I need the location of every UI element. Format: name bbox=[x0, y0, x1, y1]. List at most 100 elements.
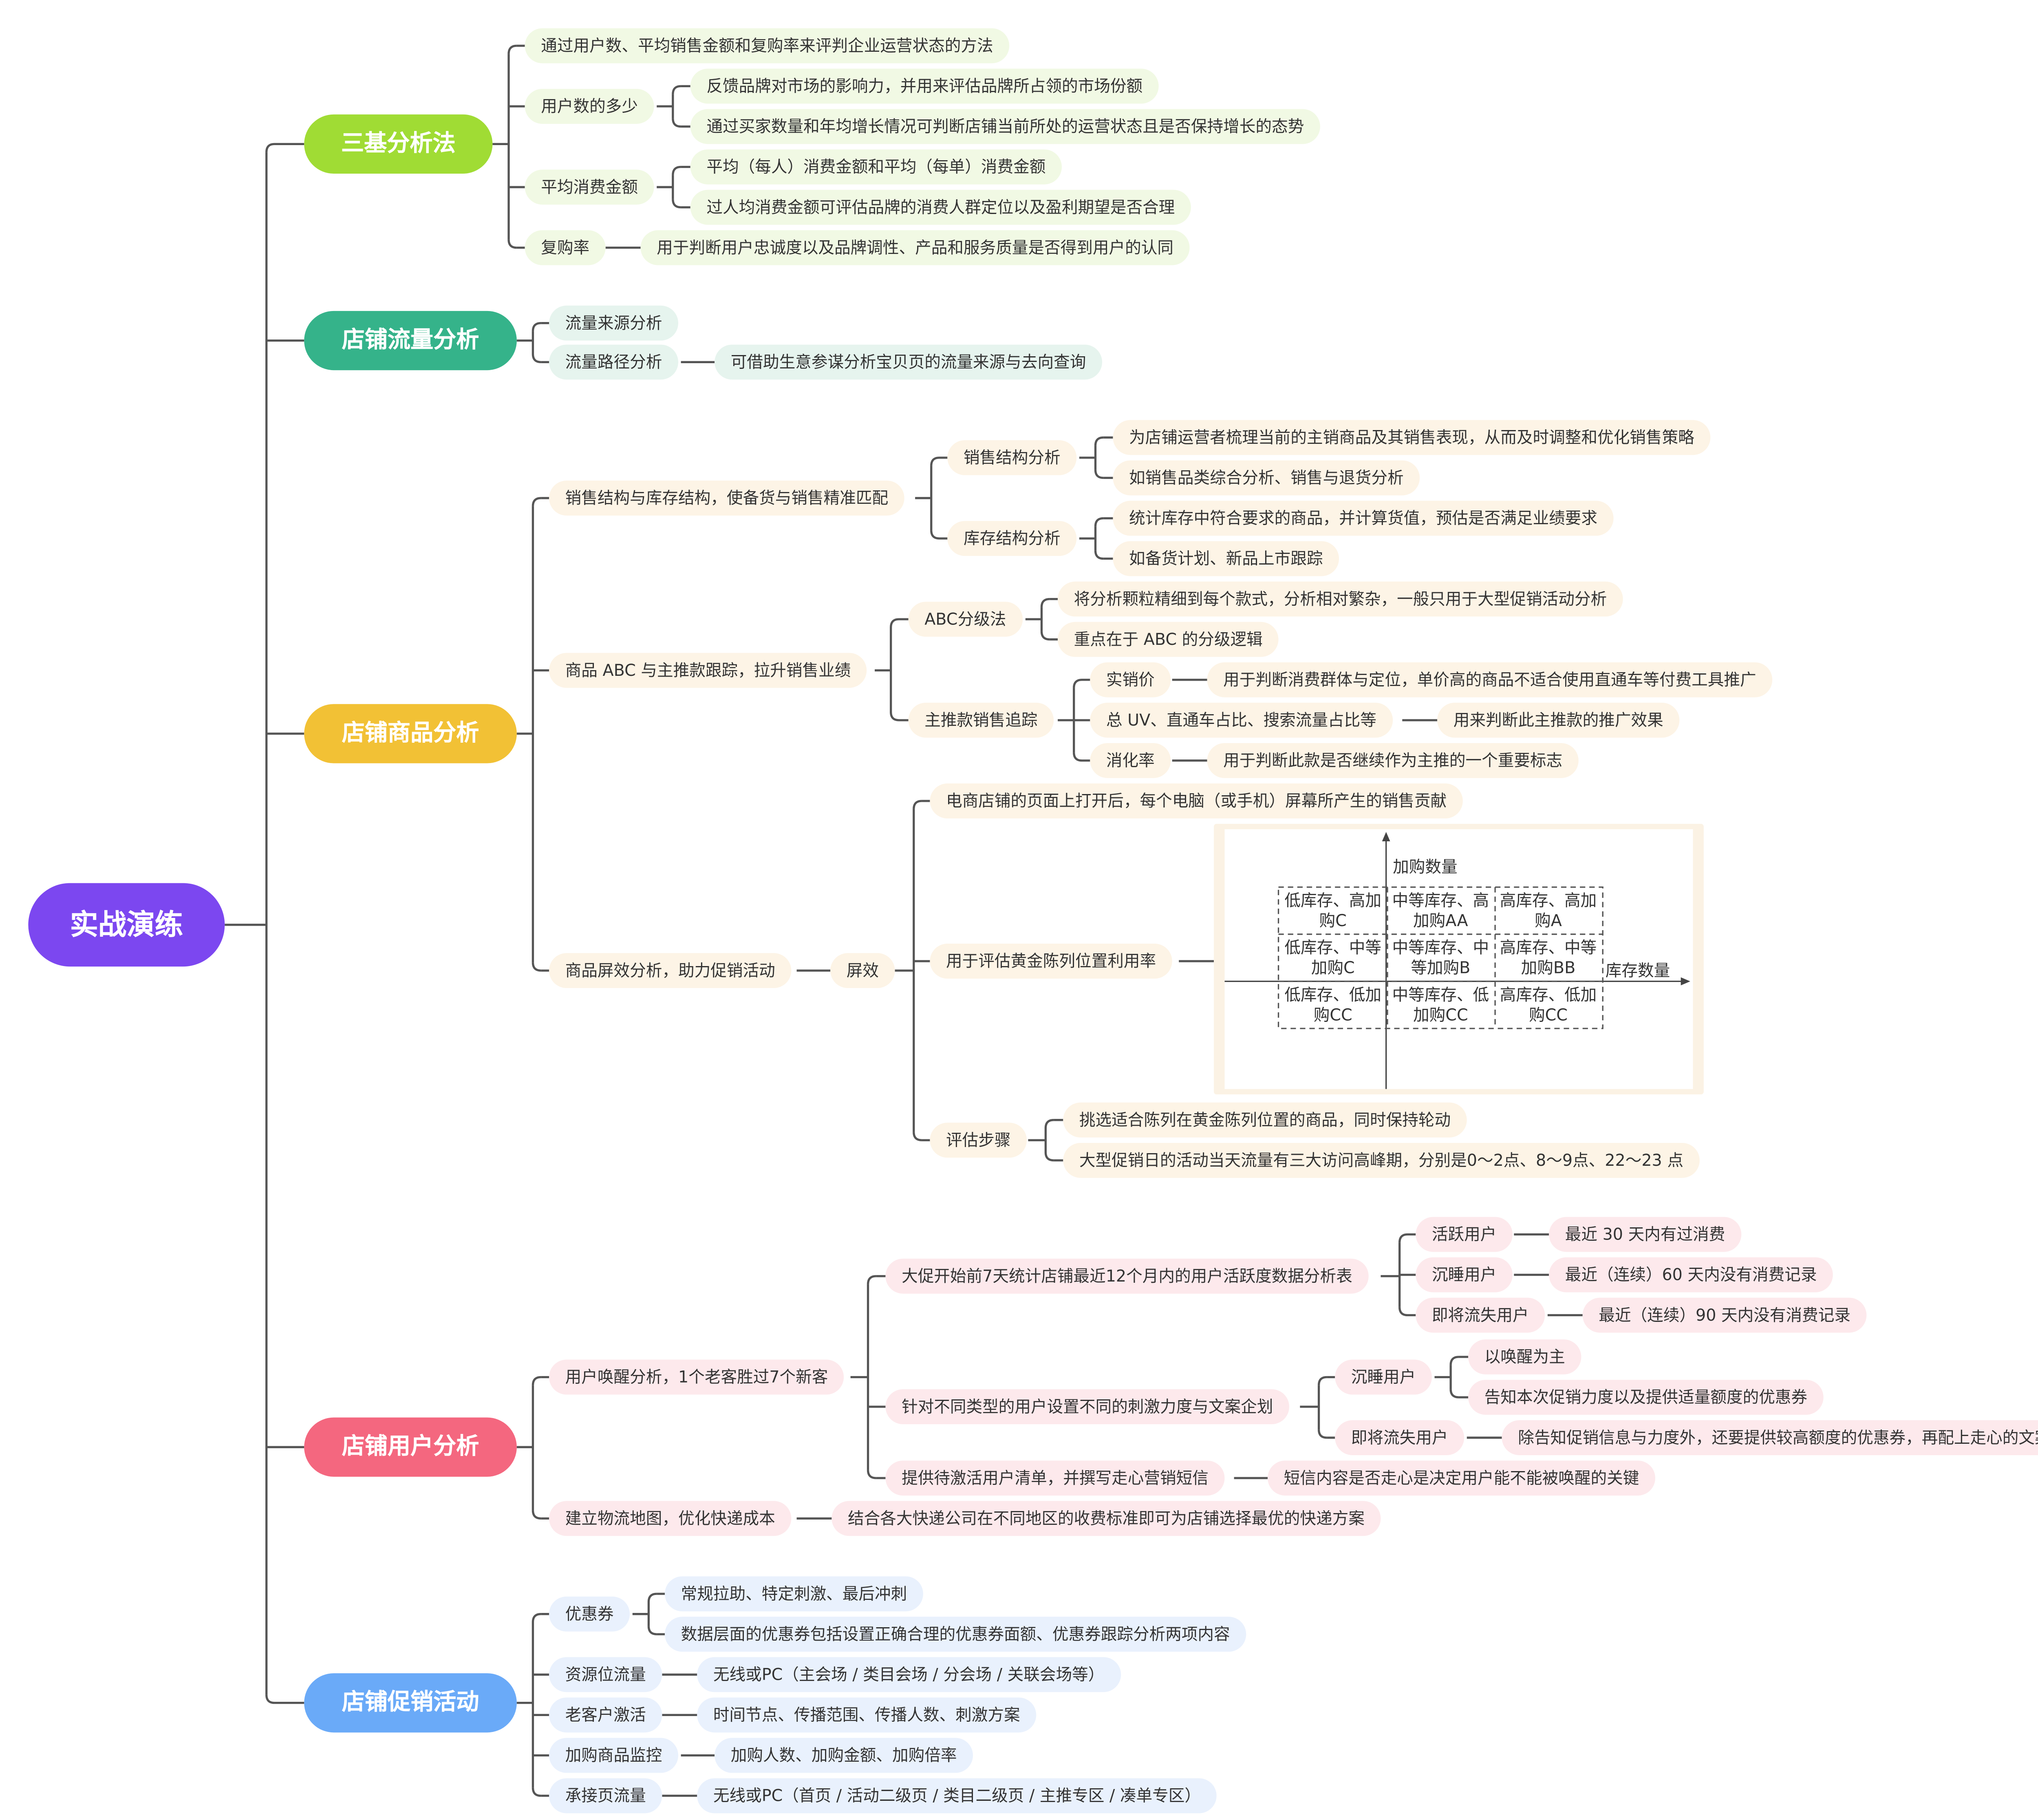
connector bbox=[913, 1132, 922, 1141]
price-detail[interactable]: 用于判断消费群体与定位，单价高的商品不适合使用直通车等付费工具推广 bbox=[1207, 662, 1773, 697]
coupon-node[interactable]: 优惠券 bbox=[549, 1596, 630, 1632]
avg-spend-item-1[interactable]: 平均（每人）消费金额和平均（每单）消费金额 bbox=[690, 149, 1062, 185]
resource-node[interactable]: 资源位流量 bbox=[549, 1657, 662, 1692]
connector bbox=[1094, 436, 1104, 446]
abc-node[interactable]: 商品 ABC 与主推款跟踪，拉升销售业绩 bbox=[549, 653, 867, 688]
matrix-cell: 低库存、中等加购C bbox=[1284, 938, 1382, 977]
steps-node[interactable]: 评估步骤 bbox=[930, 1123, 1027, 1158]
uv-detail[interactable]: 用来判断此主推款的推广效果 bbox=[1437, 702, 1680, 738]
traffic-path-detail[interactable]: 可借助生意参谋分析宝贝页的流量来源与去向查询 bbox=[715, 344, 1103, 380]
user-count-item-1[interactable]: 反馈品牌对市场的影响力，并用来评估品牌所占领的市场份额 bbox=[690, 68, 1159, 104]
connector bbox=[1317, 1376, 1327, 1385]
connector bbox=[672, 165, 681, 175]
landing-node[interactable]: 承接页流量 bbox=[549, 1778, 662, 1813]
matrix-cell: 低库存、低加购CC bbox=[1284, 984, 1382, 1024]
connector bbox=[1044, 1152, 1054, 1162]
three-basics-method[interactable]: 通过用户数、平均销售金额和复购率来评判企业运营状态的方法 bbox=[525, 28, 1010, 64]
coupon-item-2[interactable]: 数据层面的优惠券包括设置正确合理的优惠券面额、优惠券跟踪分析两项内容 bbox=[664, 1617, 1246, 1652]
connector bbox=[672, 118, 681, 128]
cart-monitor-detail[interactable]: 加购人数、加购金额、加购倍率 bbox=[715, 1738, 973, 1773]
repurchase-node[interactable]: 复购率 bbox=[525, 230, 606, 265]
user-count-item-2[interactable]: 通过买家数量和年均增长情况可判断店铺当前所处的运营状态且是否保持增长的态势 bbox=[690, 109, 1320, 144]
structure-node[interactable]: 销售结构与库存结构，使备货与销售精准匹配 bbox=[549, 480, 904, 516]
sales-structure-item-2[interactable]: 如销售品类综合分析、销售与退货分析 bbox=[1113, 460, 1420, 496]
user-count-node[interactable]: 用户数的多少 bbox=[525, 88, 654, 124]
connector bbox=[1044, 1119, 1054, 1128]
sellthrough-node[interactable]: 消化率 bbox=[1090, 743, 1171, 778]
connector bbox=[265, 143, 275, 152]
abc-method-item-2[interactable]: 重点在于 ABC 的分级逻辑 bbox=[1058, 622, 1279, 657]
incentive-dormant-item-2[interactable]: 告知本次促销力度以及提供适量额度的优惠券 bbox=[1468, 1380, 1824, 1415]
incentive-churn-detail[interactable]: 除告知促销信息与力度外，还要提供较高额度的优惠券，再配上走心的文案 bbox=[1502, 1420, 2038, 1456]
connector bbox=[1073, 752, 1082, 762]
traffic-path[interactable]: 流量路径分析 bbox=[549, 344, 679, 380]
connector bbox=[507, 44, 517, 54]
incentive-dormant-item-1[interactable]: 以唤醒为主 bbox=[1468, 1339, 1581, 1374]
connector bbox=[532, 1787, 541, 1797]
steps-item-1[interactable]: 挑选适合陈列在黄金陈列位置的商品，同时保持轮动 bbox=[1063, 1102, 1467, 1138]
active-user-node[interactable]: 活跃用户 bbox=[1416, 1217, 1513, 1252]
logistics-node[interactable]: 建立物流地图，优化快递成本 bbox=[549, 1501, 792, 1536]
tracking-node[interactable]: 主推款销售追踪 bbox=[908, 702, 1054, 738]
uv-node[interactable]: 总 UV、直通车占比、搜索流量占比等 bbox=[1090, 702, 1393, 738]
abc-method-node[interactable]: ABC分级法 bbox=[908, 602, 1022, 637]
repurchase-detail[interactable]: 用于判断用户忠诚度以及品牌调性、产品和服务质量是否得到用户的认同 bbox=[640, 230, 1190, 265]
cart-monitor-node[interactable]: 加购商品监控 bbox=[549, 1738, 679, 1773]
connector bbox=[647, 1593, 657, 1602]
topic-three-basics[interactable]: 三基分析法 bbox=[304, 114, 493, 174]
topic-product[interactable]: 店铺商品分析 bbox=[304, 704, 517, 763]
incentive-churn-node[interactable]: 即将流失用户 bbox=[1335, 1420, 1465, 1456]
connector bbox=[890, 618, 899, 628]
traffic-source[interactable]: 流量来源分析 bbox=[549, 305, 679, 341]
avg-spend-item-2[interactable]: 过人均消费金额可评估品牌的消费人群定位以及盈利期望是否合理 bbox=[690, 190, 1191, 225]
avg-spend-node[interactable]: 平均消费金额 bbox=[525, 170, 654, 205]
old-customer-detail[interactable]: 时间节点、传播范围、传播人数、刺激方案 bbox=[697, 1697, 1037, 1733]
matrix-y-axis-label: 加购数量 bbox=[1393, 857, 1458, 876]
sellthrough-detail[interactable]: 用于判断此款是否继续作为主推的一个重要标志 bbox=[1207, 743, 1579, 778]
efficiency-definition[interactable]: 电商店铺的页面上打开后，每个电脑（或手机）屏幕所产生的销售贡献 bbox=[930, 783, 1463, 818]
churn-user-node[interactable]: 即将流失用户 bbox=[1416, 1297, 1545, 1333]
wake-node[interactable]: 用户唤醒分析，1个老客胜过7个新客 bbox=[549, 1359, 845, 1395]
resource-detail[interactable]: 无线或PC（主会场 / 类目会场 / 分会场 / 关联会场等） bbox=[697, 1657, 1121, 1692]
connector bbox=[1398, 1233, 1408, 1243]
connector bbox=[1094, 470, 1104, 479]
topic-user[interactable]: 店铺用户分析 bbox=[304, 1417, 517, 1477]
sales-structure-item-1[interactable]: 为店铺运营者梳理当前的主销商品及其销售表现，从而及时调整和优化销售策略 bbox=[1113, 420, 1711, 455]
connector bbox=[1094, 517, 1104, 527]
matrix-cell: 高库存、高加购A bbox=[1500, 890, 1597, 930]
connector bbox=[532, 354, 541, 364]
sms-detail[interactable]: 短信内容是否走心是决定用户能不能被唤醒的关键 bbox=[1268, 1460, 1656, 1496]
inventory-structure-node[interactable]: 库存结构分析 bbox=[947, 521, 1077, 556]
connector bbox=[1398, 1307, 1408, 1317]
efficiency-node[interactable]: 屏效 bbox=[830, 953, 895, 988]
landing-detail[interactable]: 无线或PC（首页 / 活动二级页 / 类目二级页 / 主推专区 / 凑单专区） bbox=[697, 1778, 1217, 1813]
screen-node[interactable]: 商品屏效分析，助力促销活动 bbox=[549, 953, 792, 988]
price-node[interactable]: 实销价 bbox=[1090, 662, 1171, 697]
connector bbox=[867, 1275, 876, 1284]
steps-item-2[interactable]: 大型促销日的活动当天流量有三大访问高峰期，分别是0～2点、8～9点、22～23 … bbox=[1063, 1143, 1700, 1178]
logistics-detail[interactable]: 结合各大快递公司在不同地区的收费标准即可为店铺选择最优的快递方案 bbox=[832, 1501, 1381, 1536]
topic-traffic[interactable]: 店铺流量分析 bbox=[304, 311, 517, 371]
sales-structure-node[interactable]: 销售结构分析 bbox=[947, 440, 1077, 475]
incentive-dormant-node[interactable]: 沉睡用户 bbox=[1335, 1359, 1432, 1395]
inventory-structure-item-1[interactable]: 统计库存中符合要求的商品，并计算货值，预估是否满足业绩要求 bbox=[1113, 501, 1614, 536]
inventory-structure-item-2[interactable]: 如备货计划、新品上市跟踪 bbox=[1113, 541, 1339, 576]
old-customer-node[interactable]: 老客户激活 bbox=[549, 1697, 662, 1733]
root-node[interactable]: 实战演练 bbox=[28, 883, 225, 967]
abc-method-item-1[interactable]: 将分析颗粒精细到每个款式，分析相对繁杂，一般只用于大型促销活动分析 bbox=[1058, 581, 1623, 617]
sms-node[interactable]: 提供待激活用户清单，并撰写走心营销短信 bbox=[885, 1460, 1225, 1496]
connector bbox=[1317, 1430, 1327, 1439]
dormant-user-node[interactable]: 沉睡用户 bbox=[1416, 1257, 1513, 1293]
activity-table-node[interactable]: 大促开始前7天统计店铺最近12个月内的用户活跃度数据分析表 bbox=[885, 1258, 1369, 1294]
connector bbox=[1073, 679, 1082, 688]
incentive-node[interactable]: 针对不同类型的用户设置不同的刺激力度与文案企划 bbox=[885, 1389, 1289, 1425]
golden-position-node[interactable]: 用于评估黄金陈列位置利用率 bbox=[930, 944, 1172, 979]
connector bbox=[532, 497, 541, 506]
coupon-item-1[interactable]: 常规拉助、特定刺激、最后冲刺 bbox=[664, 1576, 923, 1612]
active-user-detail[interactable]: 最近 30 天内有过消费 bbox=[1549, 1217, 1741, 1252]
churn-user-detail[interactable]: 最近（连续）90 天内没有消费记录 bbox=[1582, 1297, 1867, 1333]
dormant-user-detail[interactable]: 最近（连续）60 天内没有消费记录 bbox=[1549, 1257, 1833, 1293]
topic-promo[interactable]: 店铺促销活动 bbox=[304, 1673, 517, 1733]
